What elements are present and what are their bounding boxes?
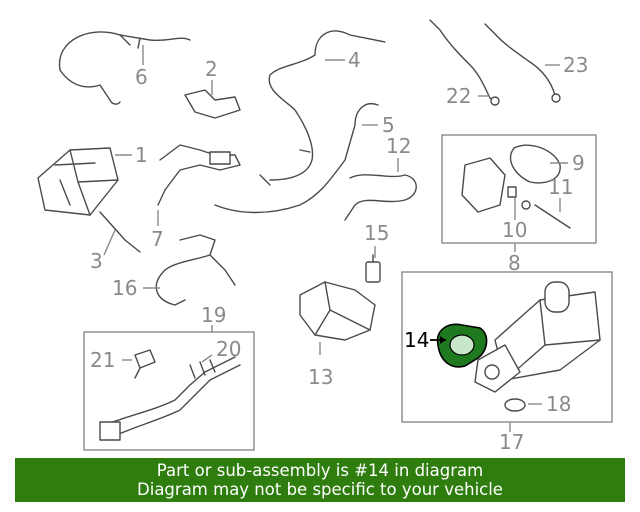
part-3-rod [99,211,141,253]
callout-19: 19 [201,303,226,327]
part-1-canister [37,147,119,216]
callout-1: 1 [135,143,148,167]
leader-14-arrowhead [440,336,446,344]
assembly-19-box [83,331,255,451]
callout-15: 15 [364,221,389,245]
part-8-assembly [461,144,571,229]
callout-20: 20 [216,337,241,361]
leader-3 [103,229,116,256]
part-22-sensor [429,19,500,106]
callout-14: 14 [404,328,429,352]
part-13-valve [299,281,376,341]
callout-23: 23 [563,53,588,77]
callout-22: 22 [446,84,471,108]
part-21-sensor [134,349,156,379]
part-14-gasket [436,323,488,368]
part-15-sensor [365,254,381,283]
part-2-bracket [184,89,241,119]
banner-line-2: Diagram may not be specific to your vehi… [137,480,503,499]
part-12-hose [344,174,417,221]
part-20-clips [189,359,216,379]
assembly-17-box [401,271,613,423]
callout-8: 8 [508,251,521,275]
callout-17: 17 [499,430,524,454]
part-4-hose [259,30,386,186]
callout-9: 9 [572,151,585,175]
callout-12: 12 [386,134,411,158]
info-banner: Part or sub-assembly is #14 in diagram D… [15,458,625,502]
part-23-sensor [484,23,561,103]
callout-10: 10 [502,218,527,242]
callout-21: 21 [90,348,115,372]
part-18-ring [504,398,526,412]
callout-6: 6 [135,65,148,89]
banner-line-1: Part or sub-assembly is #14 in diagram [156,461,484,480]
parts-diagram: 6 2 4 5 22 23 1 7 [37,19,613,454]
part-5-hose [214,103,379,214]
part-17-egr-cooler [474,281,601,393]
callout-18: 18 [546,392,571,416]
callout-2: 2 [205,57,218,81]
assembly-8-box [441,134,597,244]
callout-13: 13 [308,365,333,389]
part-19-tube [99,356,241,441]
callout-4: 4 [348,48,361,72]
callout-11: 11 [548,175,573,199]
part-7-valve [157,144,241,206]
part-6-hose [58,31,191,105]
leader-20 [201,354,213,363]
callout-16: 16 [112,276,137,300]
part-16-hose [155,234,236,306]
callout-5: 5 [382,113,395,137]
callout-7: 7 [151,227,164,251]
callout-3: 3 [90,249,103,273]
